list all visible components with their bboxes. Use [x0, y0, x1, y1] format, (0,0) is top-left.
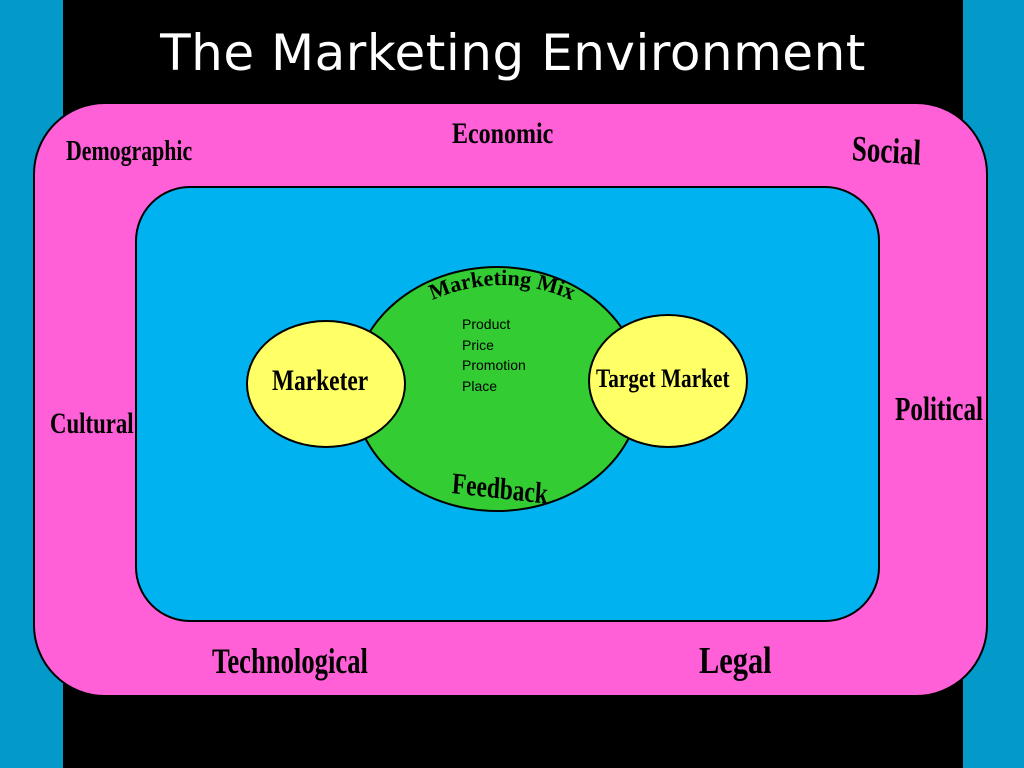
marketing-mix-list: Product Price Promotion Place — [462, 314, 526, 396]
marketing-mix-text: Marketing Mix — [425, 265, 579, 305]
label-political: Political — [895, 391, 984, 428]
label-social: Social — [851, 128, 922, 173]
mix-item-product: Product — [462, 316, 511, 332]
mix-item-price: Price — [462, 336, 494, 353]
slide-title: The Marketing Environment — [160, 24, 866, 82]
label-technological: Technological — [212, 641, 368, 681]
label-economic: Economic — [452, 117, 554, 150]
target-market-circle — [588, 314, 748, 448]
label-demographic: Demographic — [66, 136, 193, 167]
label-legal: Legal — [699, 640, 772, 682]
svg-text:Marketing Mix: Marketing Mix — [425, 265, 579, 305]
label-cultural: Cultural — [50, 407, 134, 440]
label-marketer: Marketer — [272, 364, 369, 397]
marketing-mix-label: Marketing Mix — [425, 265, 579, 305]
mix-item-promotion: Promotion — [462, 357, 526, 373]
mix-item-place: Place — [462, 377, 498, 394]
marketer-circle — [246, 320, 406, 448]
label-target-market: Target Market — [596, 364, 730, 393]
